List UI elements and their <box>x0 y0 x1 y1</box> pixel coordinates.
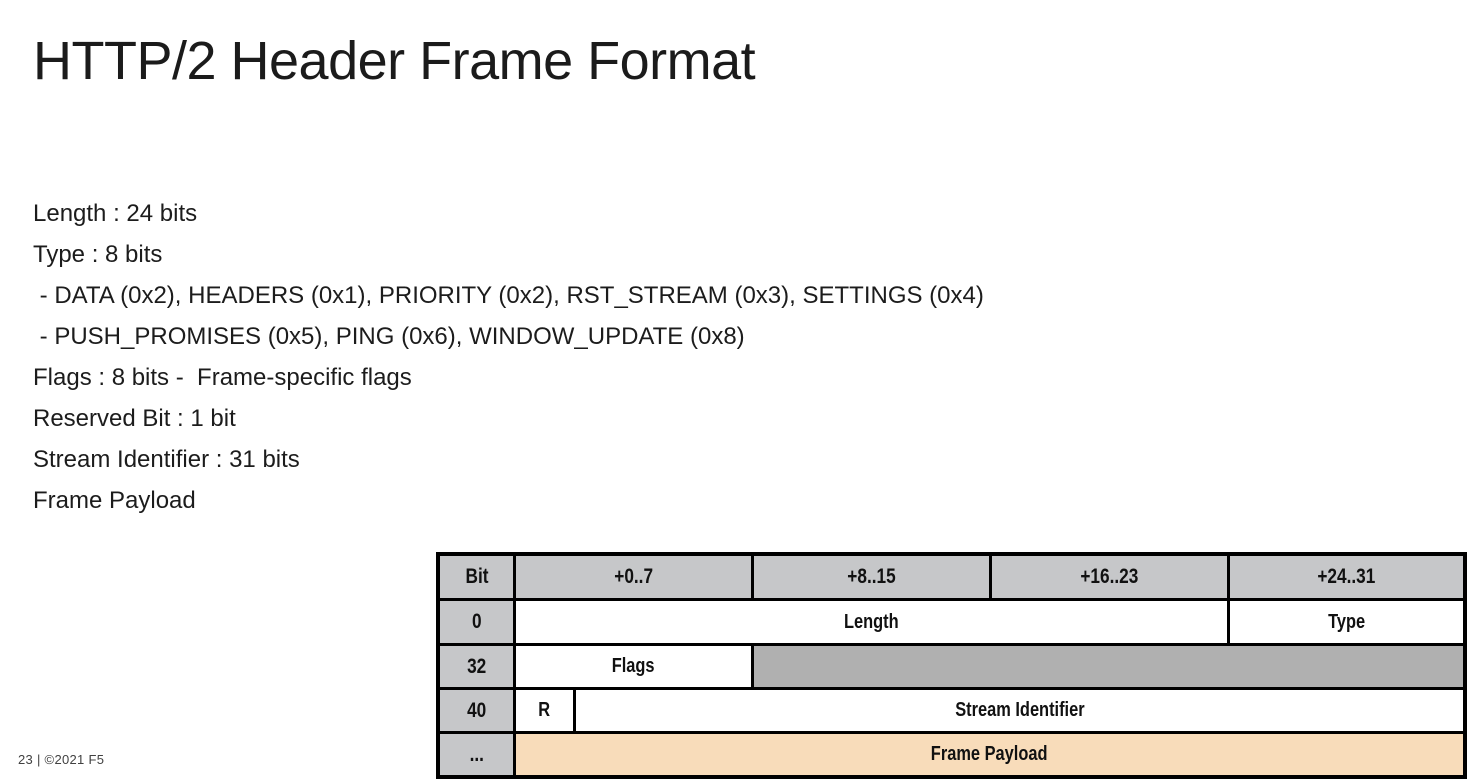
cell-flags: Flags <box>516 646 751 687</box>
row32-bit-label: 32 <box>440 646 513 687</box>
spec-line-payload: Frame Payload <box>33 487 196 514</box>
spec-line-type-values1: - DATA (0x2), HEADERS (0x1), PRIORITY (0… <box>33 282 984 309</box>
cell-unused-filler <box>754 646 1463 687</box>
spec-line-stream-id: Stream Identifier : 31 bits <box>33 446 300 473</box>
cell-frame-payload: Frame Payload <box>516 734 1463 775</box>
spec-line-flags: Flags : 8 bits - Frame-specific flags <box>33 364 412 391</box>
spec-text-block: Length : 24 bits Type : 8 bits - DATA (0… <box>33 193 984 521</box>
frame-format-table: Bit +0..7 +8..15 +16..23 +24..31 0 Lengt… <box>436 552 1467 779</box>
cell-length: Length <box>516 601 1227 643</box>
rowdots-bit-label: ... <box>440 734 513 775</box>
cell-type: Type <box>1230 601 1463 643</box>
slide-footer-page-copyright: 23 | ©2021 F5 <box>18 752 105 767</box>
table-header-col-0-7: +0..7 <box>516 556 751 598</box>
spec-line-type-values2: - PUSH_PROMISES (0x5), PING (0x6), WINDO… <box>33 323 745 350</box>
spec-line-type: Type : 8 bits <box>33 241 163 268</box>
row0-bit-label: 0 <box>440 601 513 643</box>
table-header-col-8-15: +8..15 <box>754 556 989 598</box>
row40-bit-label: 40 <box>440 690 513 731</box>
cell-reserved-bit: R <box>516 690 573 731</box>
cell-stream-identifier: Stream Identifier <box>576 690 1463 731</box>
spec-line-reserved: Reserved Bit : 1 bit <box>33 405 236 432</box>
spec-line-length: Length : 24 bits <box>33 200 198 227</box>
page-title: HTTP/2 Header Frame Format <box>33 31 756 91</box>
table-header-col-24-31: +24..31 <box>1230 556 1463 598</box>
table-header-col-16-23: +16..23 <box>992 556 1227 598</box>
table-header-bit: Bit <box>440 556 513 598</box>
